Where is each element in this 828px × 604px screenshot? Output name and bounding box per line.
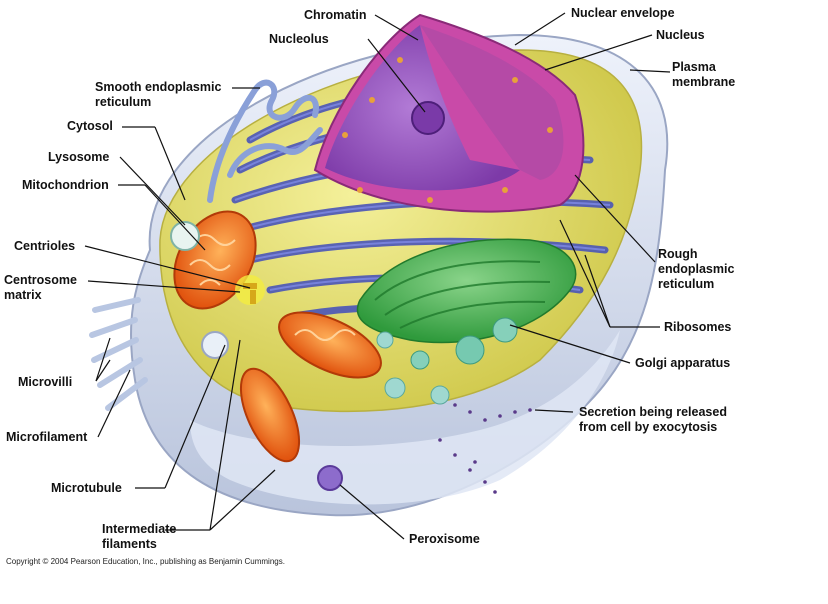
cell-lower-region (190, 330, 620, 505)
label-centrioles: Centrioles (14, 239, 76, 253)
label-nuclear-envelope: Nuclear envelope (571, 6, 675, 20)
smooth-er-shape (207, 79, 323, 203)
label-cytosol: Cytosol (67, 119, 113, 133)
secretion-dots (438, 403, 532, 494)
label-lysosome: Lysosome (48, 150, 110, 164)
vesicle-white (201, 331, 229, 359)
label-nucleolus: Nucleolus (269, 32, 329, 46)
label-ribosomes: Ribosomes (664, 320, 732, 334)
label-golgi: Golgi apparatus (635, 356, 731, 370)
label-microfilament: Microfilament (6, 430, 88, 444)
label-chromatin: Chromatin (304, 8, 367, 22)
vesicles (376, 331, 450, 405)
lysosome-shape (170, 221, 200, 251)
nucleolus-shape (411, 101, 445, 135)
centrosome-shape (235, 275, 265, 305)
label-mitochondrion: Mitochondrion (22, 178, 109, 192)
copyright-notice: Copyright © 2004 Pearson Education, Inc.… (6, 557, 285, 566)
nucleus-shape (313, 13, 585, 213)
golgi-shape (356, 238, 577, 370)
label-microvilli: Microvilli (18, 375, 73, 389)
label-microtubule: Microtubule (51, 481, 122, 495)
label-nucleus: Nucleus (656, 28, 705, 42)
leader-lines (84, 12, 671, 540)
peroxisome-shape (317, 465, 343, 491)
label-peroxisome: Peroxisome (409, 532, 480, 546)
